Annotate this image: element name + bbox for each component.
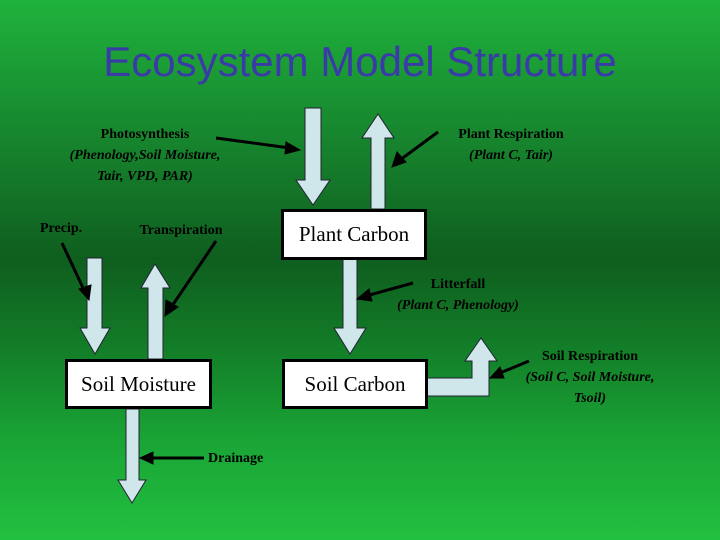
plant-carbon-box: Plant Carbon — [281, 209, 427, 260]
litterfall-annotation: Litterfall (Plant C, Phenology) — [376, 274, 540, 316]
plant-respiration-annotation: Plant Respiration (Plant C, Tair) — [436, 124, 586, 166]
drainage-label: Drainage — [208, 451, 264, 466]
plant-respiration-pointer-head — [391, 151, 407, 168]
transpiration-annotation: Transpiration — [125, 220, 237, 241]
soil-respiration-flow-arrow — [425, 337, 498, 397]
soil-respiration-pointer-line — [499, 359, 530, 375]
transpiration-flow-arrow — [140, 263, 171, 360]
drainage-annotation: Drainage — [208, 448, 288, 469]
photosynthesis-drivers-line2: Tair, VPD, PAR) — [97, 169, 193, 184]
soil-moisture-label: Soil Moisture — [81, 371, 196, 396]
precip-pointer-head — [78, 284, 92, 302]
transpiration-label: Transpiration — [139, 223, 223, 238]
photosynthesis-flow-arrow — [295, 107, 331, 206]
soil-respiration-drivers-line2: Tsoil) — [573, 391, 607, 406]
precip-label: Precip. — [40, 221, 83, 236]
photosynthesis-label: Photosynthesis — [100, 127, 190, 142]
litterfall-flow-arrow — [333, 258, 367, 355]
precip-pointer-line — [60, 242, 86, 291]
slide-title: Ecosystem Model Structure — [103, 38, 617, 85]
litterfall-pointer-line — [365, 281, 414, 298]
soil-respiration-label: Soil Respiration — [541, 349, 639, 364]
litterfall-pointer-head — [355, 288, 373, 302]
drainage-pointer-head — [138, 451, 154, 465]
plant-respiration-flow-arrow — [361, 113, 395, 210]
plant-carbon-label: Plant Carbon — [298, 222, 410, 246]
litterfall-label: Litterfall — [430, 277, 486, 292]
plant-respiration-pointer-line — [399, 130, 439, 162]
plant-respiration-label: Plant Respiration — [458, 127, 564, 142]
photosynthesis-pointer-head — [284, 141, 302, 155]
soil-respiration-drivers-line1: (Soil C, Soil Moisture, — [525, 370, 655, 385]
photosynthesis-drivers-line1: (Phenology,Soil Moisture, — [69, 148, 221, 163]
photosynthesis-annotation: Photosynthesis (Phenology,Soil Moisture,… — [50, 124, 240, 187]
soil-carbon-label: Soil Carbon — [304, 371, 406, 396]
soil-moisture-box: Soil Moisture — [65, 359, 212, 409]
soil-carbon-box: Soil Carbon — [282, 359, 428, 409]
photosynthesis-pointer-line — [215, 136, 291, 150]
soil-respiration-pointer-head — [488, 366, 505, 379]
soil-respiration-annotation: Soil Respiration (Soil C, Soil Moisture,… — [508, 346, 672, 409]
drainage-flow-arrow — [117, 408, 147, 504]
precip-annotation: Precip. — [40, 218, 100, 239]
transpiration-pointer-head — [164, 299, 179, 317]
litterfall-drivers: (Plant C, Phenology) — [397, 298, 519, 313]
transpiration-pointer-line — [170, 240, 218, 307]
plant-respiration-drivers: (Plant C, Tair) — [469, 148, 553, 163]
precip-flow-arrow — [79, 257, 111, 356]
